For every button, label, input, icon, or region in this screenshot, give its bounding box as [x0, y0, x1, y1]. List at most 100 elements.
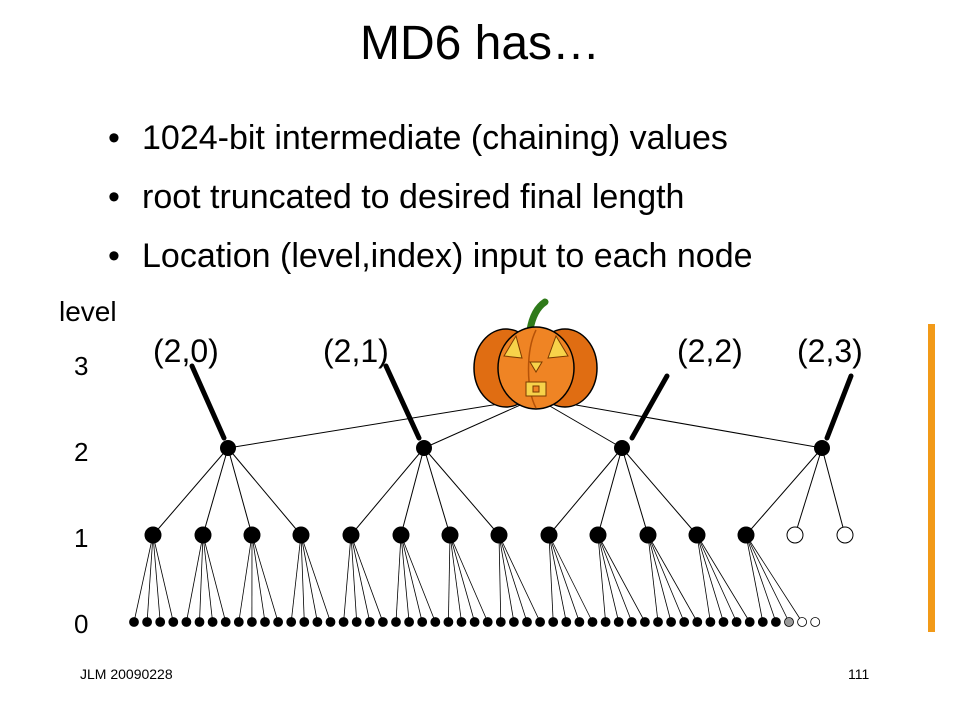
tree-node-level-1	[540, 526, 558, 544]
tree-edge	[227, 447, 302, 536]
tree-node-level-1	[441, 526, 459, 544]
tree-node-level-0	[430, 617, 441, 627]
tree-node-level-0	[561, 617, 572, 627]
tree-node-level-1	[342, 526, 360, 544]
tree-node-level-0	[129, 617, 139, 627]
tree-node-level-2	[814, 440, 830, 456]
tree-edge	[745, 534, 790, 623]
tree-edge	[548, 534, 593, 623]
tree-edge	[400, 447, 425, 536]
tree-edge	[745, 534, 764, 623]
tree-node-level-0	[666, 617, 676, 627]
tree-edge	[597, 447, 623, 536]
tree-edge	[300, 534, 331, 623]
level-label: 1	[74, 523, 88, 553]
jack-o-lantern-icon	[473, 298, 598, 410]
label-pointers	[189, 363, 854, 441]
bullet-text: 1024-bit intermediate (chaining) values	[142, 119, 728, 157]
bullet-text: root truncated to desired final length	[142, 178, 685, 216]
tree-node-level-1	[589, 526, 607, 544]
tree-edge	[350, 447, 425, 536]
tree-node-level-0	[168, 617, 179, 627]
tree-edge	[152, 447, 229, 536]
tree-edge	[449, 534, 462, 623]
tree-edge	[745, 447, 823, 536]
tree-edge	[202, 534, 227, 623]
tree-node-level-0	[286, 617, 297, 627]
tree-edge	[621, 447, 649, 536]
tree-node-level-0	[246, 617, 257, 627]
bullet-item: • Location (level,index) input to each no…	[108, 236, 753, 276]
tree-node-level-1	[144, 526, 162, 544]
level-axis-label: level	[59, 296, 117, 327]
tree-edges	[133, 397, 846, 623]
tree-node-level-0	[404, 617, 415, 627]
tree-edge	[821, 447, 846, 536]
tree-edge	[449, 534, 475, 623]
tree-edge	[498, 534, 502, 623]
tree-node-level-0	[810, 617, 821, 627]
level-label: 0	[74, 609, 88, 639]
tree-node-level-0	[587, 617, 598, 627]
node-label: (2,2)	[677, 333, 743, 369]
tree-edge	[251, 534, 279, 623]
tree-edge	[300, 534, 305, 623]
tree-edge	[400, 534, 436, 623]
tree-edge	[227, 447, 253, 536]
bullet-item: • 1024-bit intermediate (chaining) values	[108, 118, 753, 158]
bullet-text: Location (level,index) input to each nod…	[142, 237, 753, 275]
tree-edge	[696, 534, 724, 623]
tree-edge	[133, 534, 154, 623]
tree-edge	[535, 397, 823, 449]
label-pointer	[383, 363, 422, 441]
node-label: (2,0)	[153, 333, 219, 369]
tree-node-level-0	[233, 617, 244, 627]
tree-edge	[597, 534, 633, 623]
tree-node-level-1	[292, 526, 310, 544]
tree-edge	[696, 534, 737, 623]
pumpkin-mouth	[525, 381, 547, 397]
tree-edge	[745, 534, 803, 623]
tree-node-level-0	[351, 617, 362, 627]
tree-node-level-0	[469, 617, 480, 627]
tree-edge	[794, 447, 823, 536]
footer-left: JLM 20090228	[80, 666, 173, 682]
tree-edge	[251, 534, 266, 623]
tree-node-level-0	[797, 617, 807, 627]
tree-edge	[400, 534, 410, 623]
pumpkin-stem	[526, 298, 549, 334]
tree-node-level-0	[299, 617, 310, 627]
tree-edge	[400, 534, 423, 623]
tree-node-level-0	[771, 617, 781, 627]
tree-edge	[548, 447, 623, 536]
tree-node-level-0	[718, 617, 729, 627]
tree-node-level-0	[522, 617, 532, 627]
tree-node-level-0	[142, 617, 153, 627]
tree-edge	[350, 534, 384, 623]
label-pointer	[629, 373, 670, 441]
tree-edge	[423, 447, 451, 536]
label-pointer	[824, 373, 854, 441]
tree-node-level-0	[377, 617, 388, 627]
label-pointer	[189, 363, 227, 441]
tree-edge	[423, 447, 500, 536]
tree-edge	[395, 534, 402, 623]
level-label: 3	[74, 351, 88, 381]
tree-edge	[548, 534, 554, 623]
tree-labels: level 3 2 1 0 (2,0) (2,1) (2,2) (2,3)	[59, 296, 863, 639]
tree-edge	[152, 534, 174, 623]
tree-edge	[146, 534, 154, 623]
bullet-dot: •	[108, 119, 120, 157]
tree-edge	[647, 534, 672, 623]
tree-edge	[290, 534, 302, 623]
tree-node-level-0	[757, 617, 768, 627]
tree-node-level-1	[194, 526, 212, 544]
tree-node-level-0	[705, 617, 716, 627]
tree-node-level-0	[260, 617, 270, 627]
tree-node-level-0	[456, 617, 467, 627]
bullet-dot: •	[108, 237, 120, 275]
tree-edge	[498, 534, 541, 623]
tree-edge	[343, 534, 352, 623]
tree-edge	[548, 534, 567, 623]
